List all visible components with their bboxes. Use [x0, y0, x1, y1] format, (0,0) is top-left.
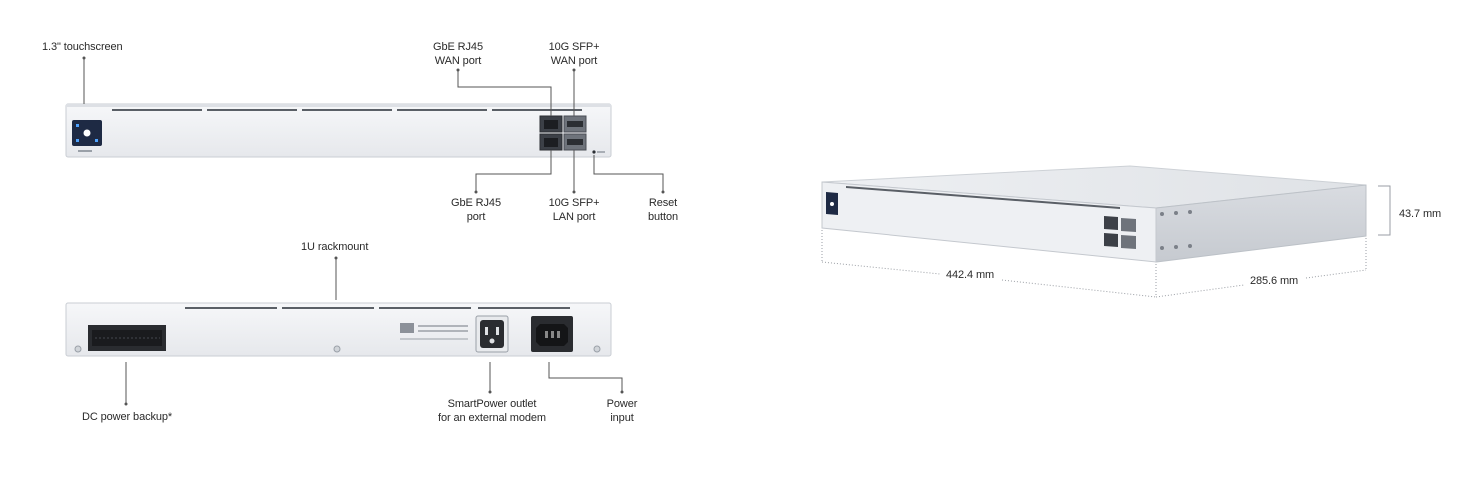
front-leader-lines: [82, 56, 665, 194]
touchscreen-label: 1.3" touchscreen: [42, 41, 123, 53]
rackmount-label: 1U rackmount: [301, 241, 369, 253]
sfp-wan-label: 10G SFP+ WAN port: [548, 41, 600, 67]
power-inlet: [531, 316, 573, 352]
front-vent-slots: [112, 109, 582, 111]
height-dimension-label: 43.7 mm: [1399, 208, 1442, 220]
front-logo: [78, 150, 92, 152]
rear-leader-lines: [124, 256, 624, 406]
gbe-port-label: GbE RJ45 port: [451, 197, 501, 223]
dc-power-backup-label: DC power backup*: [82, 411, 173, 423]
rj45-ports: [539, 115, 563, 151]
sfp-lan-label: 10G SFP+ LAN port: [548, 197, 600, 223]
dimension-lines: [821, 185, 1391, 298]
reset-button-label: Reset button: [648, 197, 678, 223]
touchscreen-display: [72, 120, 102, 146]
rear-logo: [400, 323, 414, 333]
dc-power-connector: [88, 325, 166, 351]
front-panel: [65, 103, 612, 158]
width-dimension-label: 442.4 mm: [946, 269, 995, 281]
gbe-wan-label: GbE RJ45 WAN port: [433, 41, 483, 67]
smartpower-outlet-label: SmartPower outlet for an external modem: [438, 398, 546, 424]
rear-vent-slots: [185, 307, 570, 309]
power-input-label: Power input: [606, 398, 638, 424]
sfp-ports: [563, 115, 587, 151]
rear-panel: [65, 302, 612, 357]
reset-pinhole: [592, 150, 596, 154]
depth-dimension-label: 285.6 mm: [1250, 275, 1299, 287]
smartpower-outlet: [475, 315, 509, 353]
perspective-device: [821, 165, 1367, 263]
